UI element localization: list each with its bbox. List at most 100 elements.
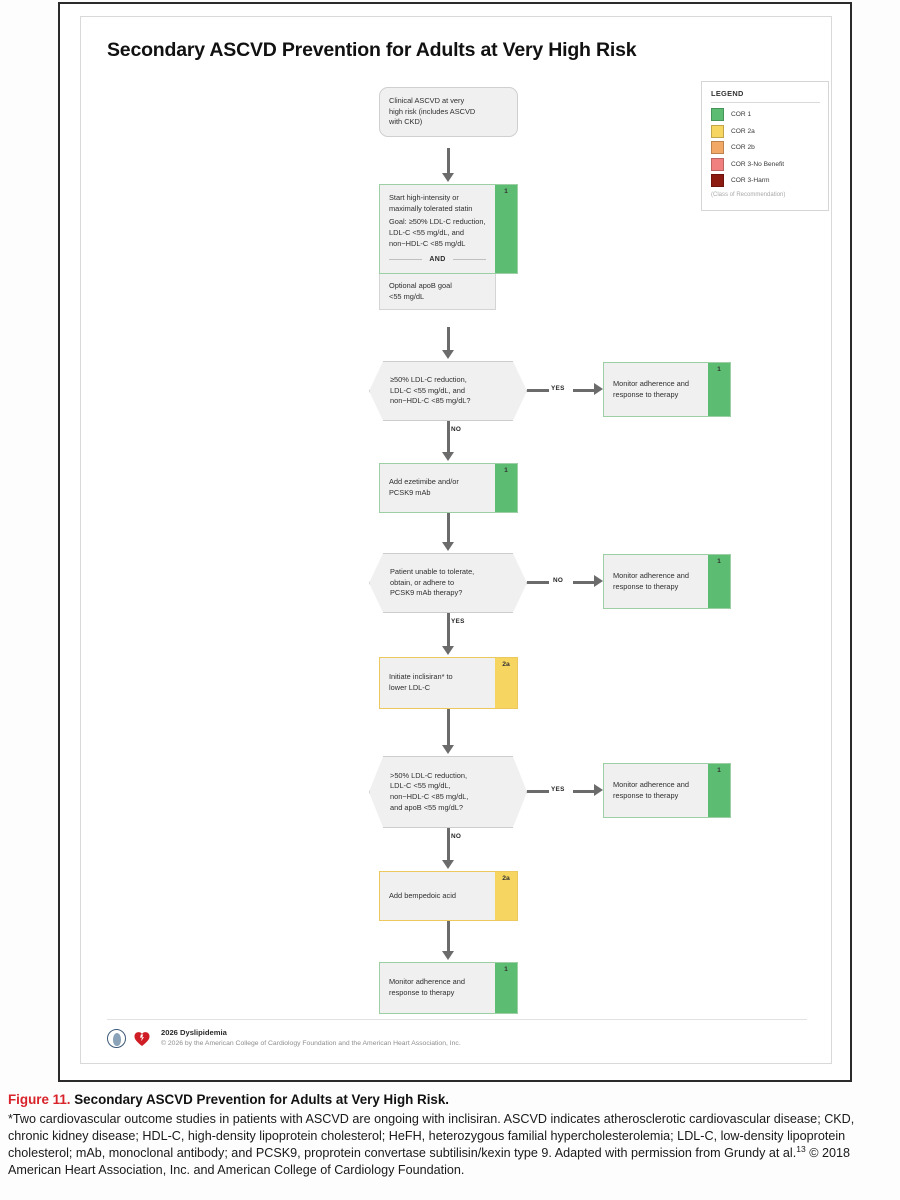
arrowhead-statin-to-decision1	[442, 350, 454, 359]
legend-swatch-cor2b	[711, 141, 724, 155]
ezetimibe-line-2: PCSK9 mAb	[389, 488, 431, 497]
footer-copyright: © 2026 by the American College of Cardio…	[161, 1040, 461, 1048]
figure-footer: 2026 Dyslipidemia © 2026 by the American…	[107, 1019, 807, 1049]
arrowhead-decision2-no	[594, 575, 603, 587]
and-divider: AND	[380, 255, 495, 265]
decision3-line-2: LDL-C <55 mg/dL,	[390, 781, 451, 791]
node-monitor-2: Monitor adherence and response to therap…	[603, 554, 731, 609]
legend-label-cor1: COR 1	[731, 111, 752, 118]
node-clinical-ascvd-start: Clinical ASCVD at very high risk (includ…	[379, 87, 518, 137]
node-start-statin: Start high-intensity or maximally tolera…	[379, 184, 518, 311]
footer-title: 2026 Dyslipidemia	[161, 1028, 227, 1038]
legend-label-cor2b: COR 2b	[731, 144, 755, 152]
legend-item-cor2a: COR 2a	[711, 124, 820, 138]
arrowhead-decision1-no	[442, 452, 454, 461]
arrowhead-decision3-yes	[594, 784, 603, 796]
statin-upper-box: Start high-intensity or maximally tolera…	[379, 184, 518, 274]
decision3-line-1: >50% LDL-C reduction,	[390, 770, 468, 780]
start-line-3: with CKD)	[389, 117, 423, 127]
cor-badge-monitor3-value: 1	[717, 767, 721, 774]
cor-badge-bempedoic: 2a	[495, 872, 517, 920]
apob-line-1: Optional apoB goal	[389, 280, 452, 290]
figure-outer-frame: Secondary ASCVD Prevention for Adults at…	[58, 2, 852, 1082]
connector-decision2-no-right	[573, 581, 595, 584]
arrowhead-inclisiran-to-decision3	[442, 745, 454, 754]
legend-label-cor3-harm: COR 3-Harm	[731, 177, 770, 185]
legend-title: LEGEND	[711, 89, 820, 103]
bempedoic-line-1: Add bempedoic acid	[389, 890, 456, 900]
connector-ezetimibe-to-decision2	[447, 513, 450, 543]
legend-box: LEGEND COR 1 COR 2a COR 2b COR 3-No Bene…	[701, 81, 829, 211]
footer-text-block: 2026 Dyslipidemia © 2026 by the American…	[161, 1028, 461, 1049]
cor-badge-statin-value: 1	[504, 188, 508, 195]
decision3-text: >50% LDL-C reduction, LDL-C <55 mg/dL, n…	[370, 771, 484, 814]
connector-start-to-statin	[447, 148, 450, 174]
cor-badge-monitor1-value: 1	[717, 366, 721, 373]
decision2-line-1: Patient unable to tolerate,	[390, 566, 475, 576]
cor-badge-inclisiran: 2a	[495, 658, 517, 708]
decision3-line-4: and apoB <55 mg/dL?	[390, 802, 463, 812]
aha-heart-logo-icon	[134, 1032, 150, 1047]
arrowhead-start-to-statin	[442, 173, 454, 182]
and-rule-right	[452, 259, 486, 261]
statin-line-3: Goal: ≥50% LDL-C reduction,	[389, 217, 486, 227]
cor-badge-monitor3: 1	[708, 764, 730, 817]
monitor4-line-2: response to therapy	[389, 988, 455, 997]
legend-note: (Class of Recommendation)	[711, 192, 786, 199]
monitor1-line-2: response to therapy	[613, 389, 679, 399]
node-decision-pcsk9-tolerance: Patient unable to tolerate, obtain, or a…	[369, 553, 527, 613]
node-add-bempedoic-acid: Add bempedoic acid 2a	[379, 871, 518, 921]
caption-reference-marker: 13	[796, 1144, 806, 1155]
cor-badge-monitor2: 1	[708, 555, 730, 608]
cor-badge-monitor4-value: 1	[504, 966, 508, 973]
statin-apob-box: Optional apoB goal <55 mg/dL	[379, 273, 496, 311]
legend-item-cor3-harm: COR 3-Harm	[711, 174, 820, 188]
connector-decision2-no-left	[527, 581, 549, 584]
caption-figure-number: Figure 11.	[8, 1092, 71, 1107]
legend-item-cor1: COR 1	[711, 108, 820, 121]
edge-label-decision3-yes: YES	[551, 786, 565, 793]
decision1-line-3: non−HDL-C <85 mg/dL?	[390, 396, 471, 406]
arrowhead-ezetimibe-to-decision2	[442, 542, 454, 551]
cor-badge-monitor2-value: 1	[717, 558, 721, 565]
monitor3-line-1: Monitor adherence and	[613, 779, 690, 789]
caption-body-part-1: *Two cardiovascular outcome studies in p…	[8, 1112, 855, 1161]
inclisiran-line-1: Initiate inclisiran* to	[389, 672, 453, 682]
ezetimibe-line-1: Add ezetimibe and/or	[389, 477, 459, 487]
node-monitor-4: Monitor adherence and response to therap…	[379, 962, 518, 1014]
statin-line-2: maximally tolerated statin	[389, 203, 473, 213]
edge-label-decision2-no: NO	[553, 577, 564, 584]
flowchart: Clinical ASCVD at very high risk (includ…	[81, 17, 833, 1065]
inclisiran-line-2: lower LDL-C	[389, 683, 431, 692]
node-initiate-inclisiran: Initiate inclisiran* to lower LDL-C 2a	[379, 657, 518, 709]
ezetimibe-text: Add ezetimibe and/or PCSK9 mAb	[380, 464, 495, 512]
monitor2-text: Monitor adherence and response to therap…	[604, 555, 708, 608]
figure-card: Secondary ASCVD Prevention for Adults at…	[80, 16, 832, 1064]
statin-line-1: Start high-intensity or	[389, 193, 459, 202]
figure-caption: Figure 11. Secondary ASCVD Prevention fo…	[8, 1092, 892, 1179]
decision1-line-1: ≥50% LDL-C reduction,	[390, 374, 467, 384]
cor-badge-inclisiran-value: 2a	[502, 661, 510, 668]
decision2-line-2: obtain, or adhere to	[390, 577, 455, 587]
acc-logo-icon	[107, 1029, 126, 1049]
statin-text: Start high-intensity or maximally tolera…	[380, 185, 495, 273]
edge-label-decision1-yes: YES	[551, 385, 565, 392]
connector-decision1-yes-left	[527, 389, 549, 392]
bempedoic-text: Add bempedoic acid	[380, 872, 495, 920]
caption-body: *Two cardiovascular outcome studies in p…	[8, 1111, 892, 1179]
arrowhead-decision1-yes	[594, 383, 603, 395]
node-decision-ldl-goal-1: ≥50% LDL-C reduction, LDL-C <55 mg/dL, a…	[369, 361, 527, 421]
legend-label-cor3-no-benefit: COR 3-No Benefit	[731, 160, 785, 168]
apob-line-2: <55 mg/dL	[389, 291, 425, 301]
connector-decision2-yes	[447, 613, 450, 647]
connector-decision3-yes-left	[527, 790, 549, 793]
connector-statin-to-decision1	[447, 327, 450, 351]
connector-decision3-yes-right	[573, 790, 595, 793]
edge-label-decision3-no: NO	[451, 833, 462, 840]
monitor3-text: Monitor adherence and response to therap…	[604, 764, 708, 817]
statin-line-4: LDL-C <55 mg/dL, and	[389, 228, 464, 238]
arrowhead-decision2-yes	[442, 646, 454, 655]
cor-badge-ezetimibe-value: 1	[504, 467, 508, 474]
decision2-text: Patient unable to tolerate, obtain, or a…	[370, 567, 490, 599]
